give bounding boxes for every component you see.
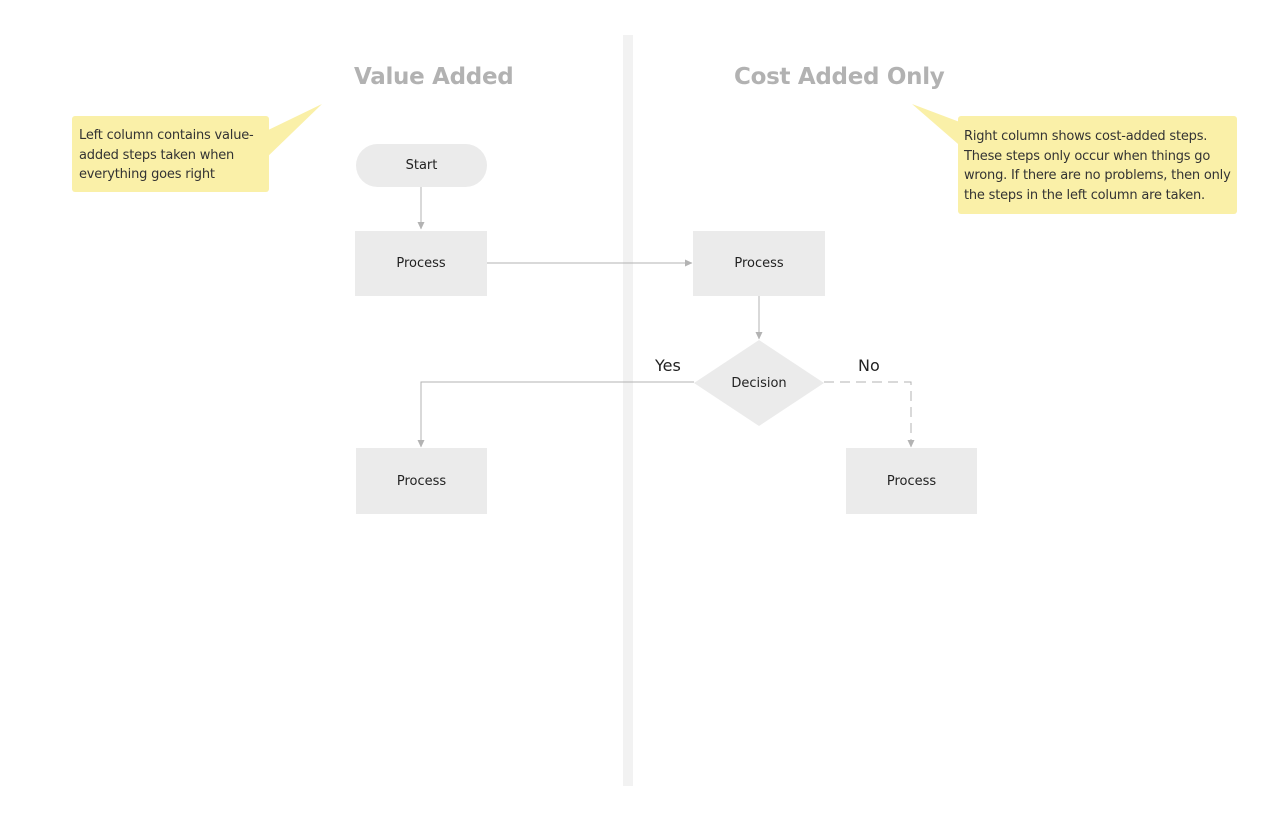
left-column-title: Value Added: [354, 64, 514, 90]
left-callout-text: Left column contains value-added steps t…: [79, 128, 254, 182]
connector-decision-yes: [417, 381, 694, 448]
right-callout-text: Right column shows cost-added steps. The…: [964, 129, 1231, 203]
left-callout-pointer: [262, 104, 322, 162]
decision-label: Decision: [731, 375, 787, 391]
right-callout-pointer: [912, 104, 965, 150]
decision-diamond: [694, 340, 824, 426]
column-divider: [623, 35, 633, 786]
left-callout-box: [72, 116, 269, 192]
process-box-1: [355, 231, 487, 296]
connector-decision-no: [824, 381, 915, 448]
no-branch-label: No: [858, 356, 880, 375]
process-box-2: [693, 231, 825, 296]
process-2-label: Process: [734, 256, 784, 271]
right-column-title: Cost Added Only: [734, 64, 945, 90]
right-callout-box: [958, 116, 1237, 214]
yes-branch-label: Yes: [655, 356, 681, 375]
process-no-label: Process: [886, 473, 937, 489]
start-label: Start: [405, 158, 438, 173]
start-terminator: [356, 144, 487, 187]
process-yes-label: Process: [396, 473, 447, 489]
process-box-yes: [356, 448, 487, 514]
process-1-label: Process: [396, 256, 446, 271]
process-box-no: [846, 448, 977, 514]
